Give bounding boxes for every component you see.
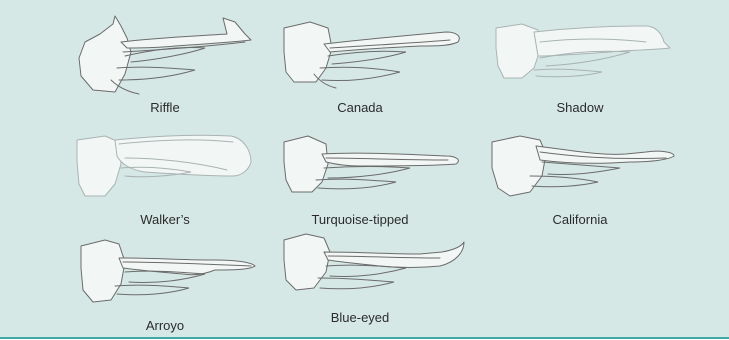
california-appendage-drawing: [470, 124, 690, 208]
blue-eyed-appendage-drawing: [250, 222, 470, 306]
specimen-label: Arroyo: [55, 318, 275, 333]
specimen-label: Shadow: [470, 100, 690, 115]
walkers-appendage-drawing: [55, 124, 275, 208]
specimen-label: Canada: [250, 100, 470, 115]
arroyo-appendage-drawing: [55, 230, 275, 314]
specimen-riffle: Riffle: [55, 12, 275, 122]
shadow-appendage-drawing: [470, 12, 690, 96]
canada-appendage-drawing: [250, 12, 470, 96]
specimen-canada: Canada: [250, 12, 470, 122]
specimen-walkers: Walker’s: [55, 124, 275, 234]
specimen-turquoise-tipped: Turquoise-tipped: [250, 124, 470, 234]
riffle-appendage-drawing: [55, 12, 275, 96]
specimen-arroyo: Arroyo: [55, 230, 275, 340]
specimen-label: Walker’s: [55, 212, 275, 227]
specimen-shadow: Shadow: [470, 12, 690, 122]
specimen-label: Blue-eyed: [250, 310, 470, 325]
specimen-blue-eyed: Blue-eyed: [250, 222, 470, 332]
specimen-california: California: [470, 124, 690, 234]
specimen-label: Riffle: [55, 100, 275, 115]
turquoise-tipped-appendage-drawing: [250, 124, 470, 208]
specimen-label: California: [470, 212, 690, 227]
